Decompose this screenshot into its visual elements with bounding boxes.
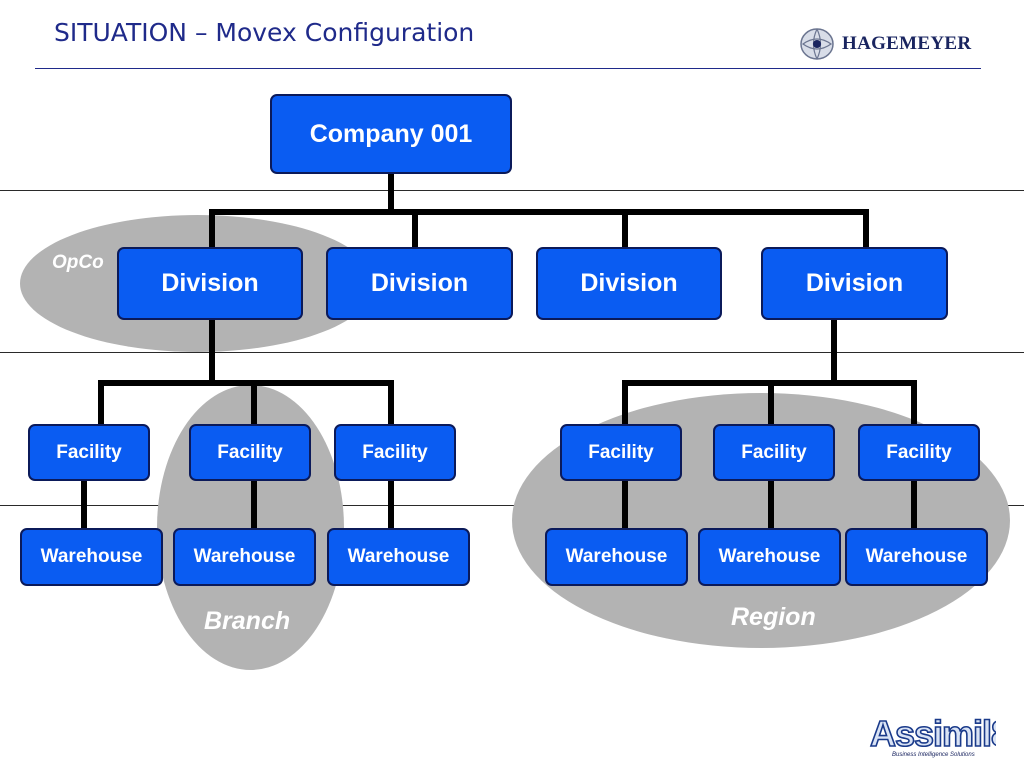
warehouse-node: Warehouse	[698, 528, 841, 586]
hagemeyer-wordmark: HAGEMEYER	[842, 33, 972, 54]
assimil8-tagline: Business Intelligence Solutions	[892, 752, 975, 758]
facility-node: Facility	[28, 424, 150, 481]
assimil8-wordmark-text: Assimil8	[870, 713, 996, 752]
division-node: Division	[117, 247, 303, 320]
division-node: Division	[761, 247, 948, 320]
warehouse-node: Warehouse	[173, 528, 316, 586]
division-node: Division	[536, 247, 722, 320]
globe-icon	[800, 28, 834, 60]
band-line-3	[0, 505, 1024, 506]
facility-node: Facility	[334, 424, 456, 481]
opco-label: OpCo	[52, 252, 104, 273]
facility-node: Facility	[713, 424, 835, 481]
division-node: Division	[326, 247, 513, 320]
facility-node: Facility	[189, 424, 311, 481]
title-rule	[35, 68, 981, 69]
warehouse-node: Warehouse	[845, 528, 988, 586]
company-node: Company 001	[270, 94, 512, 174]
facility-node: Facility	[560, 424, 682, 481]
slide-title: SITUATION – Movex Configuration	[54, 18, 475, 47]
facility-node: Facility	[858, 424, 980, 481]
warehouse-node: Warehouse	[545, 528, 688, 586]
assimil8-logo: Assimil8 Business Intelligence Solutions	[868, 712, 1012, 760]
region-label: Region	[731, 603, 816, 631]
warehouse-node: Warehouse	[20, 528, 163, 586]
hagemeyer-logo: HAGEMEYER	[798, 26, 988, 62]
band-line-2	[0, 352, 1024, 353]
warehouse-node: Warehouse	[327, 528, 470, 586]
branch-label: Branch	[204, 607, 291, 635]
band-line-1	[0, 190, 1024, 191]
assimil8-wordmark: Assimil8	[869, 712, 1012, 755]
